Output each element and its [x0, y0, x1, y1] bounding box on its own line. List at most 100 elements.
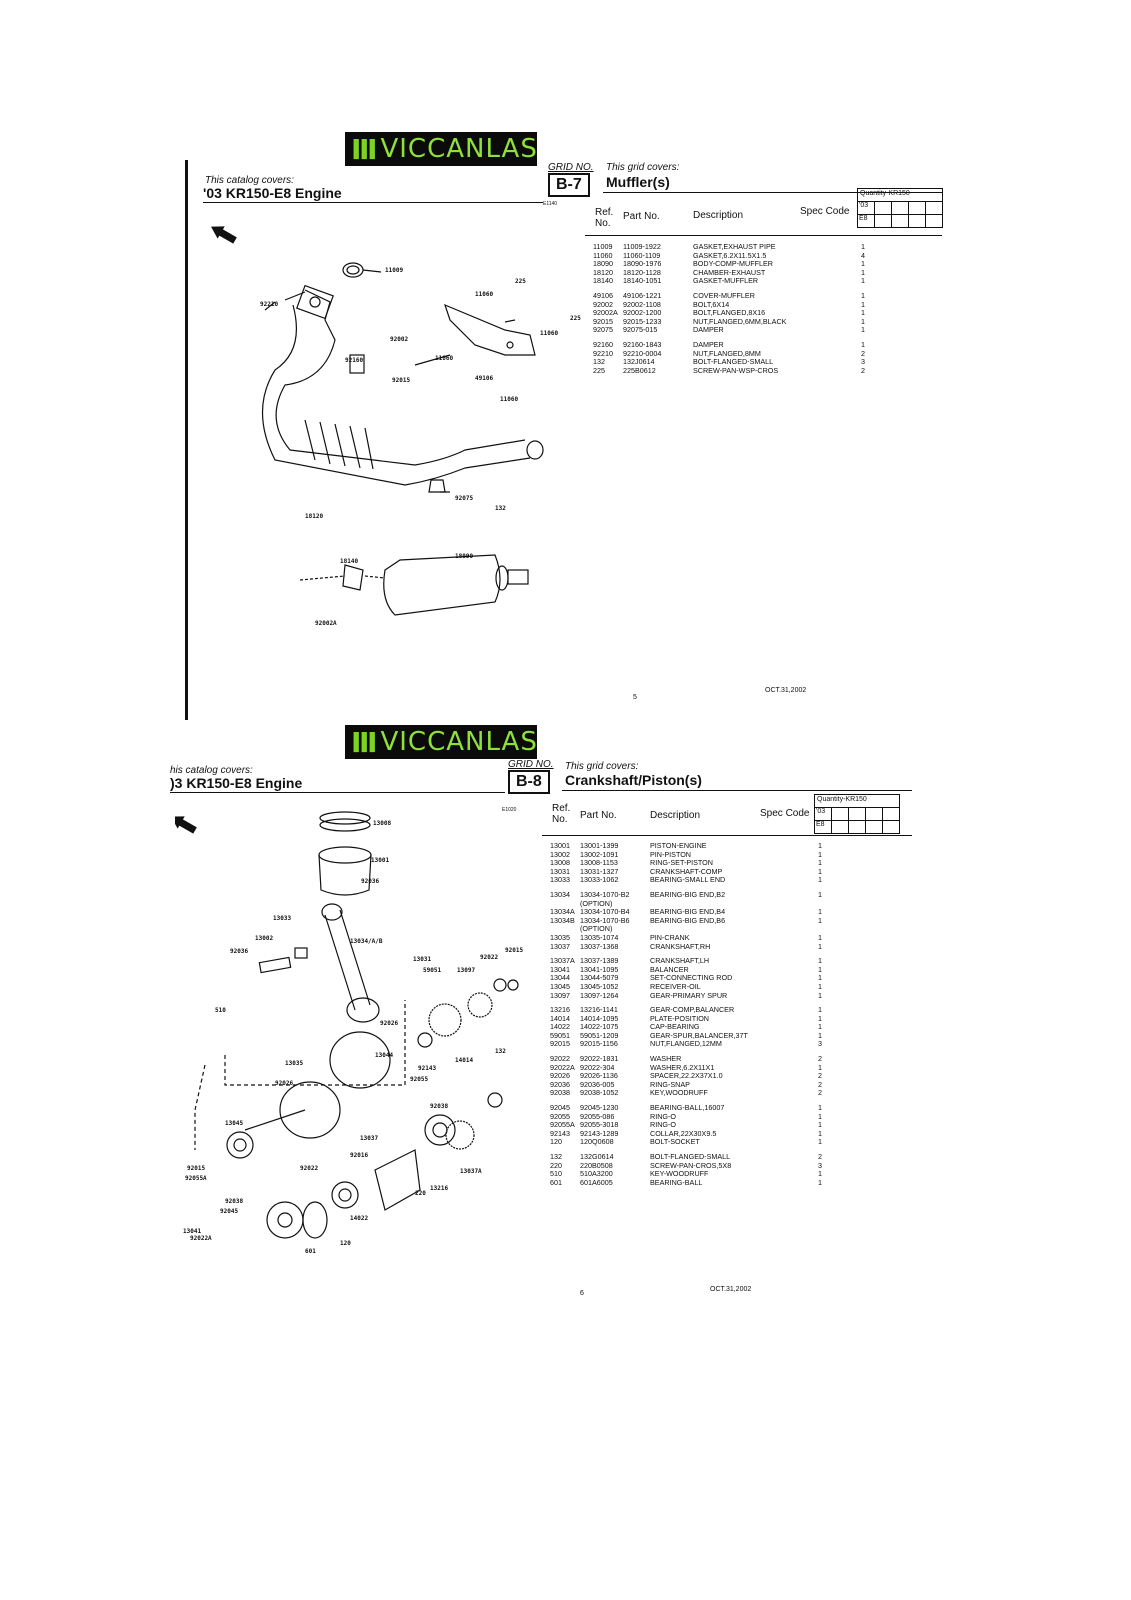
description-cell: KEY-WOODRUFF [650, 1169, 709, 1179]
part-no-cell: 92026-1136 [580, 1071, 618, 1081]
catalog-covers-label: his catalog covers: [170, 765, 253, 776]
description-cell: KEY,WOODRUFF [650, 1088, 708, 1098]
part-callout-label: 11060 [435, 355, 453, 362]
part-callout-label: 92210 [260, 301, 278, 308]
year-cell: '03 [815, 808, 832, 820]
quantity-label: Quantity-KR150 [858, 189, 942, 202]
logo-text: VICCANLAS [380, 134, 538, 164]
quantity-cell: 1 [818, 1022, 822, 1032]
ref-no-cell: 11060 [593, 250, 613, 260]
part-no-cell: 49106-1221 [623, 290, 662, 300]
ref-no-cell: 92038 [550, 1088, 570, 1098]
quantity-cell: 1 [818, 915, 822, 925]
part-no-cell: 13097-1264 [580, 990, 619, 1000]
part-callout-label: 13045 [225, 1120, 243, 1127]
quantity-label: Quantity-KR150 [815, 795, 899, 808]
part-no-cell: 18120-1128 [623, 267, 661, 277]
part-no-cell: (OPTION) [580, 898, 613, 908]
description-cell: RECEIVER-OIL [650, 981, 701, 991]
monster-claw-icon: Ⅲ [351, 132, 378, 166]
col-spec-code: Spec Code [800, 206, 850, 217]
quantity-cell: 1 [861, 259, 865, 269]
ref-no-cell: 13034 [550, 889, 570, 899]
description-cell: BOLT-FLANGED-SMALL [693, 357, 774, 367]
part-callout-label: 225 [570, 315, 581, 322]
quantity-cell: 2 [818, 1071, 822, 1081]
diagram-code: E1020 [502, 807, 517, 813]
description-cell: GASKET,6.2X11.5X1.5 [693, 250, 767, 260]
description-cell: COLLAR,22X30X9.5 [650, 1128, 717, 1138]
description-cell: SET-CONNECTING ROD [650, 973, 733, 983]
grid-title-rule [562, 790, 912, 791]
grid-number: B-8 [508, 770, 550, 794]
catalog-page-b7: Ⅲ VICCANLAS This catalog covers: '03 KR1… [185, 130, 955, 730]
table-header-rule [585, 235, 942, 236]
col-ref-no: Ref. No. [595, 207, 614, 229]
part-no-cell: 18140-1051 [623, 276, 662, 286]
part-callout-label: 92015 [392, 377, 410, 384]
quantity-cell: 1 [818, 956, 822, 966]
ref-no-cell: 59051 [550, 1030, 570, 1040]
part-no-cell: 14014-1095 [580, 1013, 619, 1023]
part-no-cell: 132J0614 [623, 357, 655, 367]
ref-no-cell: 92075 [593, 325, 613, 335]
part-callout-label: 92143 [418, 1065, 436, 1072]
part-no-cell: 92022-1831 [580, 1054, 619, 1064]
part-callout-label: 11060 [475, 291, 493, 298]
ref-no-cell: 92055 [550, 1111, 570, 1121]
ref-no-cell: 92160 [593, 339, 613, 349]
description-cell: BODY-COMP-MUFFLER [693, 259, 773, 269]
description-cell: BOLT-SOCKET [650, 1137, 700, 1147]
quantity-cell: 1 [861, 316, 865, 326]
part-no-cell: 13031-1327 [580, 866, 619, 876]
ref-no-cell: 601 [550, 1177, 562, 1187]
part-no-cell: 13041-1095 [580, 964, 619, 974]
quantity-cell: 1 [861, 299, 865, 309]
part-no-cell: 92210-0004 [623, 348, 662, 358]
part-callout-label: 13008 [373, 820, 391, 827]
ref-no-cell: 92015 [593, 316, 613, 326]
grid-number: B-7 [548, 173, 590, 197]
part-no-cell: 13008-1153 [580, 858, 618, 868]
part-callout-label: 13001 [371, 857, 389, 864]
part-callout-label: 13097 [457, 967, 475, 974]
quantity-cell: 1 [861, 308, 865, 318]
part-callout-label: 220 [415, 1190, 426, 1197]
ref-no-cell: 225 [593, 365, 605, 375]
part-callout-label: 92036 [230, 948, 248, 955]
part-no-cell: 13034-1070-B6 [580, 915, 630, 925]
description-cell: GEAR-COMP,BALANCER [650, 1005, 735, 1015]
front-arrow-icon [175, 816, 197, 834]
quantity-header-box: Quantity-KR150 '03 E8 [814, 794, 900, 834]
quantity-cell: 1 [818, 981, 822, 991]
part-callout-label: 13033 [273, 915, 291, 922]
description-cell: WASHER,6.2X11X1 [650, 1062, 715, 1072]
title-rule [170, 792, 505, 793]
part-callout-label: 18090 [455, 553, 473, 560]
description-cell: GASKET-MUFFLER [693, 276, 759, 286]
ref-no-cell: 13035 [550, 932, 570, 942]
quantity-cell: 1 [818, 907, 822, 917]
part-callout-label: 92045 [220, 1208, 238, 1215]
ref-no-cell: 11009 [593, 242, 613, 251]
description-cell: SCREW-PAN-CROS,5X8 [650, 1160, 732, 1170]
quantity-cell: 1 [818, 973, 822, 983]
scan-edge-line [185, 160, 188, 720]
ref-no-cell: 18090 [593, 259, 613, 269]
ref-no-cell: 220 [550, 1160, 562, 1170]
quantity-cell: 3 [818, 1160, 822, 1170]
